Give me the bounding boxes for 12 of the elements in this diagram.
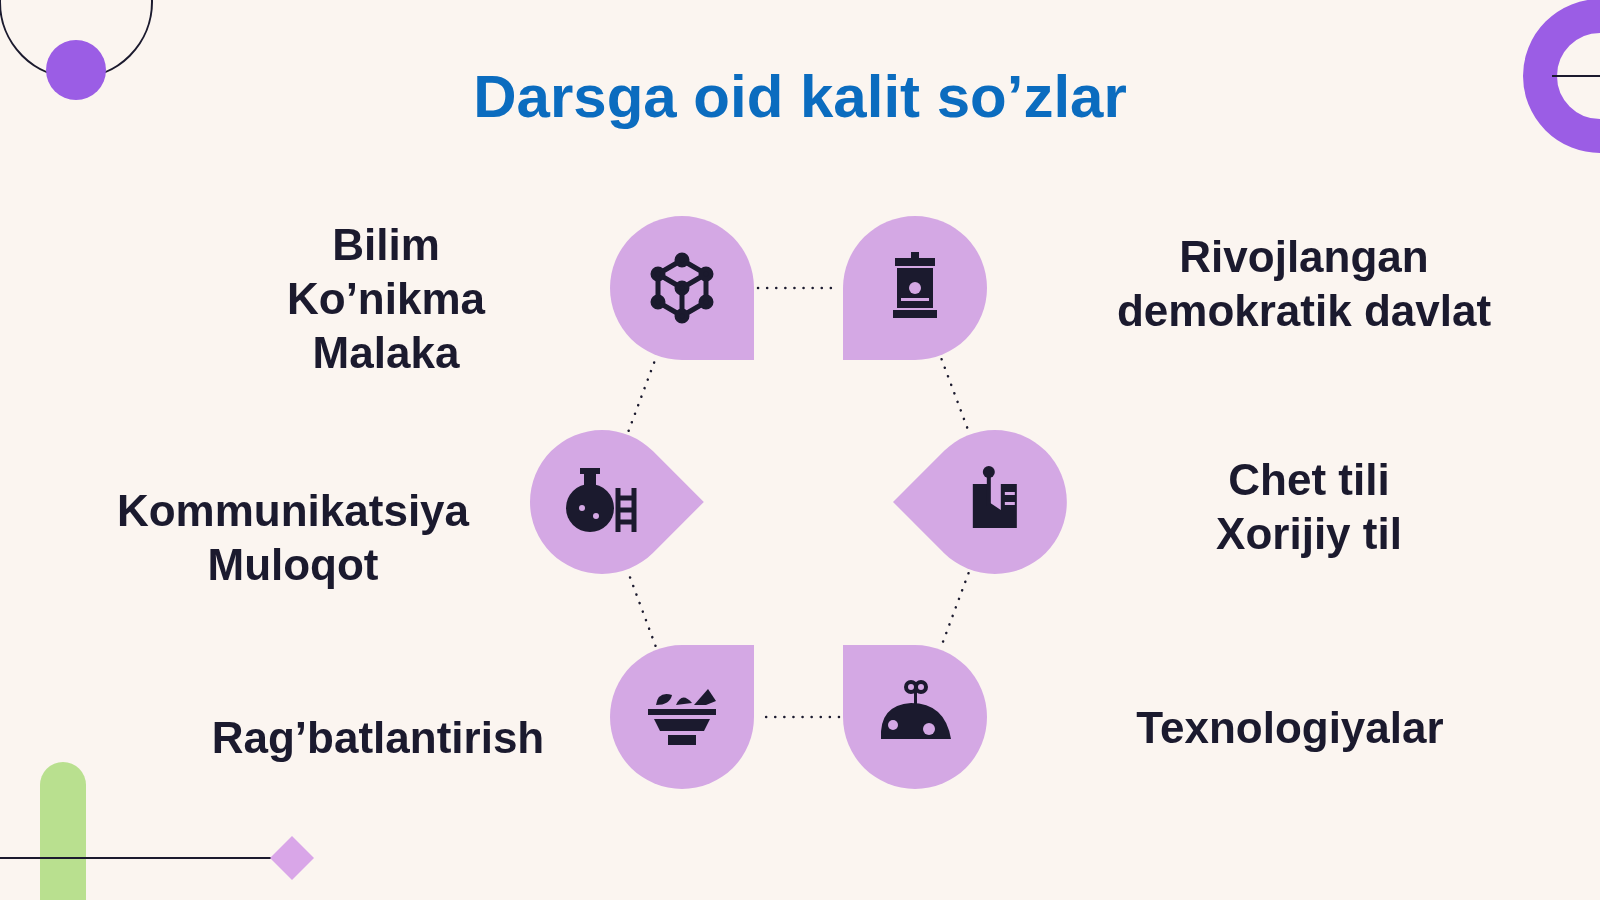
keyword-text: Xorijiy til [1216,509,1402,559]
keyword-text: Ko’nikma [287,274,485,324]
keyword-text: Rivojlangan [1179,232,1429,282]
keyword-text: Malaka [312,328,460,378]
keyword-text: Texnologiyalar [1136,703,1444,753]
keyword-text: demokratik davlat [1116,286,1492,336]
keyword-text: Bilim [332,220,440,270]
keyword-text: Muloqot [207,540,379,590]
title: Darsga oid kalit so’zlar [472,62,1128,131]
keyword-text: Rag’batlantirish [211,713,545,763]
keyword-text: Kommunikatsiya [116,486,470,536]
keyword-text: Chet tili [1228,455,1390,505]
